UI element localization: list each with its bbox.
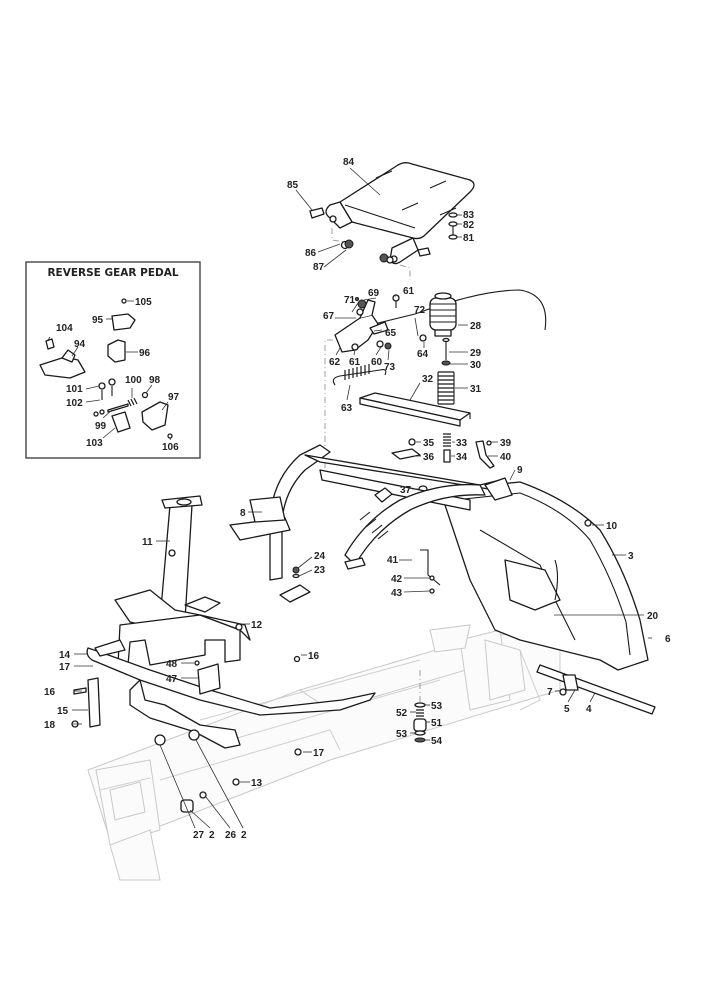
inset-callout-106: 106	[162, 442, 179, 453]
inset-title: REVERSE GEAR PEDAL	[47, 267, 178, 279]
inset-callout-104: 104	[56, 323, 73, 334]
callout-23: 23	[314, 565, 326, 576]
callout-40: 40	[500, 452, 512, 463]
callout-15: 15	[57, 706, 69, 717]
callout-34: 34	[456, 452, 468, 463]
callout-14: 14	[59, 650, 71, 661]
callout-42: 42	[391, 574, 403, 585]
callout-18: 18	[44, 720, 56, 731]
callout-81: 81	[463, 233, 475, 244]
callout-6: 6	[665, 634, 671, 645]
fender-panel	[439, 481, 649, 671]
inset-callout-101: 101	[66, 384, 83, 395]
callout-72: 72	[414, 305, 426, 316]
callout-17-left: 17	[59, 662, 71, 673]
callout-87: 87	[313, 262, 325, 273]
callout-2-right: 2	[241, 830, 247, 841]
callout-52: 52	[396, 708, 408, 719]
callout-5: 5	[564, 704, 570, 715]
callout-32: 32	[422, 374, 434, 385]
leader-lines	[47, 167, 652, 829]
callout-24: 24	[314, 551, 326, 562]
callout-47: 47	[166, 674, 178, 685]
ghost-chassis	[87, 624, 561, 881]
callout-83: 83	[463, 210, 475, 221]
inset-callout-102: 102	[66, 398, 83, 409]
callout-41: 41	[387, 555, 399, 566]
callout-27: 27	[193, 830, 205, 841]
inset-callout-99: 99	[95, 421, 107, 432]
callout-86: 86	[305, 248, 317, 259]
callout-82: 82	[463, 220, 475, 231]
callout-48: 48	[166, 659, 178, 670]
callout-43: 43	[391, 588, 403, 599]
callout-30: 30	[470, 360, 482, 371]
seat-support-plate	[309, 162, 475, 280]
callout-31: 31	[470, 384, 482, 395]
callout-37: 37	[400, 485, 412, 496]
callout-8: 8	[240, 508, 246, 519]
cable-bellows-assembly	[349, 289, 547, 405]
callout-63: 63	[341, 403, 353, 414]
callout-61-bottom: 61	[349, 357, 361, 368]
callout-85: 85	[287, 180, 299, 191]
callout-4: 4	[586, 704, 592, 715]
callout-labels: 84 85 83 82 81 86 87 71 69 61 72 67 65 2…	[44, 157, 671, 841]
callout-11: 11	[142, 537, 153, 548]
inset-callout-97: 97	[168, 392, 180, 403]
small-fasteners	[391, 433, 495, 493]
reverse-gear-pedal-inset: REVERSE GEAR PEDAL	[25, 261, 201, 459]
callout-16-right: 16	[308, 651, 320, 662]
callout-26: 26	[225, 830, 237, 841]
callout-35: 35	[423, 438, 435, 449]
callout-51: 51	[431, 718, 443, 729]
callout-13: 13	[251, 778, 263, 789]
callout-16-left: 16	[44, 687, 56, 698]
callout-12: 12	[251, 620, 263, 631]
pedal-lever-assembly	[324, 294, 471, 470]
main-frame	[71, 495, 376, 813]
inset-callout-98: 98	[149, 375, 161, 386]
callout-28: 28	[470, 321, 482, 332]
callout-2-left: 2	[209, 830, 215, 841]
callout-9: 9	[517, 465, 523, 476]
callout-33: 33	[456, 438, 468, 449]
callout-53-top: 53	[431, 701, 443, 712]
roll-frame	[229, 444, 513, 603]
inset-callout-96: 96	[139, 348, 151, 359]
callout-20: 20	[647, 611, 659, 622]
callout-71: 71	[344, 295, 356, 306]
callout-36: 36	[423, 452, 435, 463]
callout-60: 60	[371, 357, 383, 368]
callout-29: 29	[470, 348, 482, 359]
inset-callout-100: 100	[125, 375, 142, 386]
callout-3: 3	[628, 551, 634, 562]
callout-69: 69	[368, 288, 380, 299]
inset-callout-94: 94	[74, 339, 86, 350]
callout-53-bottom: 53	[396, 729, 408, 740]
callout-65: 65	[385, 328, 397, 339]
callout-84: 84	[343, 157, 355, 168]
callout-10: 10	[606, 521, 618, 532]
shaft-and-spacers	[413, 664, 656, 743]
callout-67: 67	[323, 311, 335, 322]
inset-callout-105: 105	[135, 297, 152, 308]
callout-61-top: 61	[403, 286, 415, 297]
callout-39: 39	[500, 438, 512, 449]
callout-73: 73	[384, 362, 396, 373]
callout-54: 54	[431, 736, 443, 747]
callout-64: 64	[417, 349, 429, 360]
callout-62: 62	[329, 357, 341, 368]
inset-callout-103: 103	[86, 438, 103, 449]
inset-callout-95: 95	[92, 315, 104, 326]
callout-7: 7	[547, 687, 553, 698]
callout-17-right: 17	[313, 748, 325, 759]
